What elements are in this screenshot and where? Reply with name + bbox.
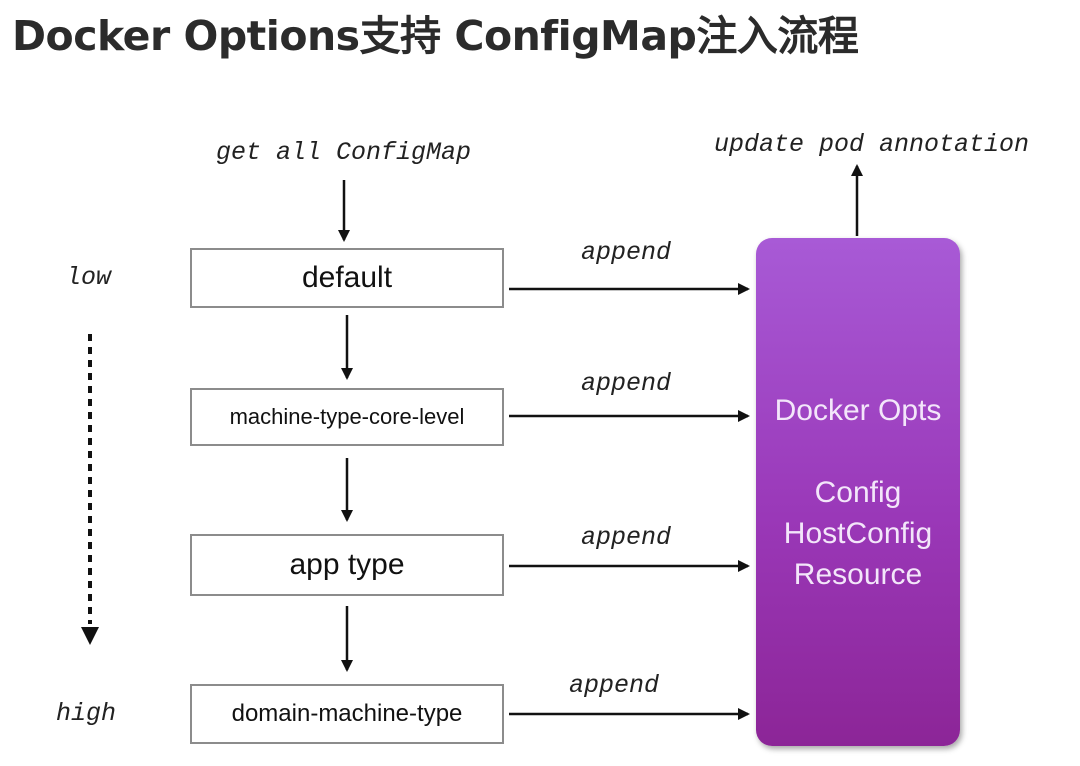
resource-line: Resource xyxy=(793,558,923,591)
hostconfig-line: HostConfig xyxy=(783,517,933,550)
box-app-type-label: app type xyxy=(289,548,405,581)
page-title: Docker Options支持 ConfigMap注入流程 xyxy=(12,12,859,60)
box-domain-machine-type: domain-machine-type xyxy=(190,684,504,744)
docker-opts-box: Docker Opts Config HostConfig Resource xyxy=(756,238,960,746)
append-label-machine-type-core-level: append xyxy=(581,369,672,398)
update-pod-annotation-label: update pod annotation xyxy=(714,130,1030,159)
priority-low-label: low xyxy=(66,263,112,292)
box-app-type: app type xyxy=(190,534,504,596)
box-machine-type-core-level-label: machine-type-core-level xyxy=(229,404,465,429)
get-all-configmap-label: get all ConfigMap xyxy=(216,138,472,167)
append-label-domain-machine-type: append xyxy=(569,671,660,700)
box-machine-type-core-level: machine-type-core-level xyxy=(190,388,504,446)
docker-opts-line: Docker Opts xyxy=(774,394,942,427)
append-label-default: append xyxy=(581,238,672,267)
priority-high-label: high xyxy=(56,699,117,728)
priority-arrow-head xyxy=(81,627,99,645)
append-label-app-type: append xyxy=(581,523,672,552)
box-default: default xyxy=(190,248,504,308)
box-default-label: default xyxy=(301,261,393,294)
config-line: Config xyxy=(814,476,902,509)
box-domain-machine-type-label: domain-machine-type xyxy=(231,700,463,727)
